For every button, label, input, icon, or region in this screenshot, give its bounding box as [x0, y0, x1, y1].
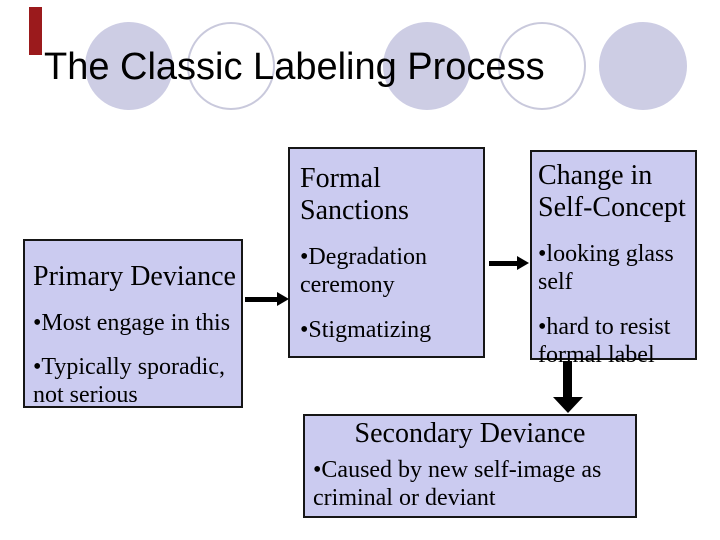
box-primary-deviance: Primary Deviance •Most engage in this •T…	[23, 239, 243, 408]
accent-bar	[29, 7, 42, 55]
bullet-item: •Typically sporadic, not serious	[33, 354, 225, 409]
arrow-shaft	[245, 297, 277, 302]
bullet-item: •Stigmatizing	[300, 316, 432, 343]
decorative-circle-filled-3	[599, 22, 687, 110]
box-title: Change in Self-Concept	[538, 160, 686, 224]
arrow-change-to-secondary	[553, 361, 583, 413]
box-title: Secondary Deviance	[354, 418, 586, 449]
bullet-item: •looking glass self	[538, 241, 674, 296]
decorative-circle-outlined-2	[498, 22, 586, 110]
arrow-head-down-icon	[553, 397, 583, 413]
box-formal-sanctions: Formal Sanctions •Degradation ceremony •…	[288, 147, 485, 358]
arrow-shaft	[489, 261, 517, 266]
arrow-formal-to-change	[489, 256, 529, 270]
arrow-primary-to-formal	[245, 292, 289, 306]
bullet-item: •Most engage in this	[33, 310, 231, 337]
arrow-shaft	[563, 361, 572, 397]
bullet-item: •Caused by new self-image as criminal or…	[313, 457, 602, 512]
decorative-circle-outlined-1	[187, 22, 275, 110]
box-title: Primary Deviance	[33, 261, 236, 292]
bullet-item: •hard to resist formal label	[538, 313, 671, 368]
decorative-circle-filled-2	[383, 22, 471, 110]
bullet-item: •Degradation ceremony	[300, 244, 428, 299]
box-title: Formal Sanctions	[300, 163, 409, 227]
arrow-head-right-icon	[517, 256, 529, 270]
decorative-circle-filled-1	[85, 22, 173, 110]
box-secondary-deviance: Secondary Deviance •Caused by new self-i…	[303, 414, 637, 518]
arrow-head-right-icon	[277, 292, 289, 306]
slide-title: The Classic Labeling Process	[44, 46, 545, 88]
box-change-in-self-concept: Change in Self-Concept •looking glass se…	[530, 150, 697, 368]
